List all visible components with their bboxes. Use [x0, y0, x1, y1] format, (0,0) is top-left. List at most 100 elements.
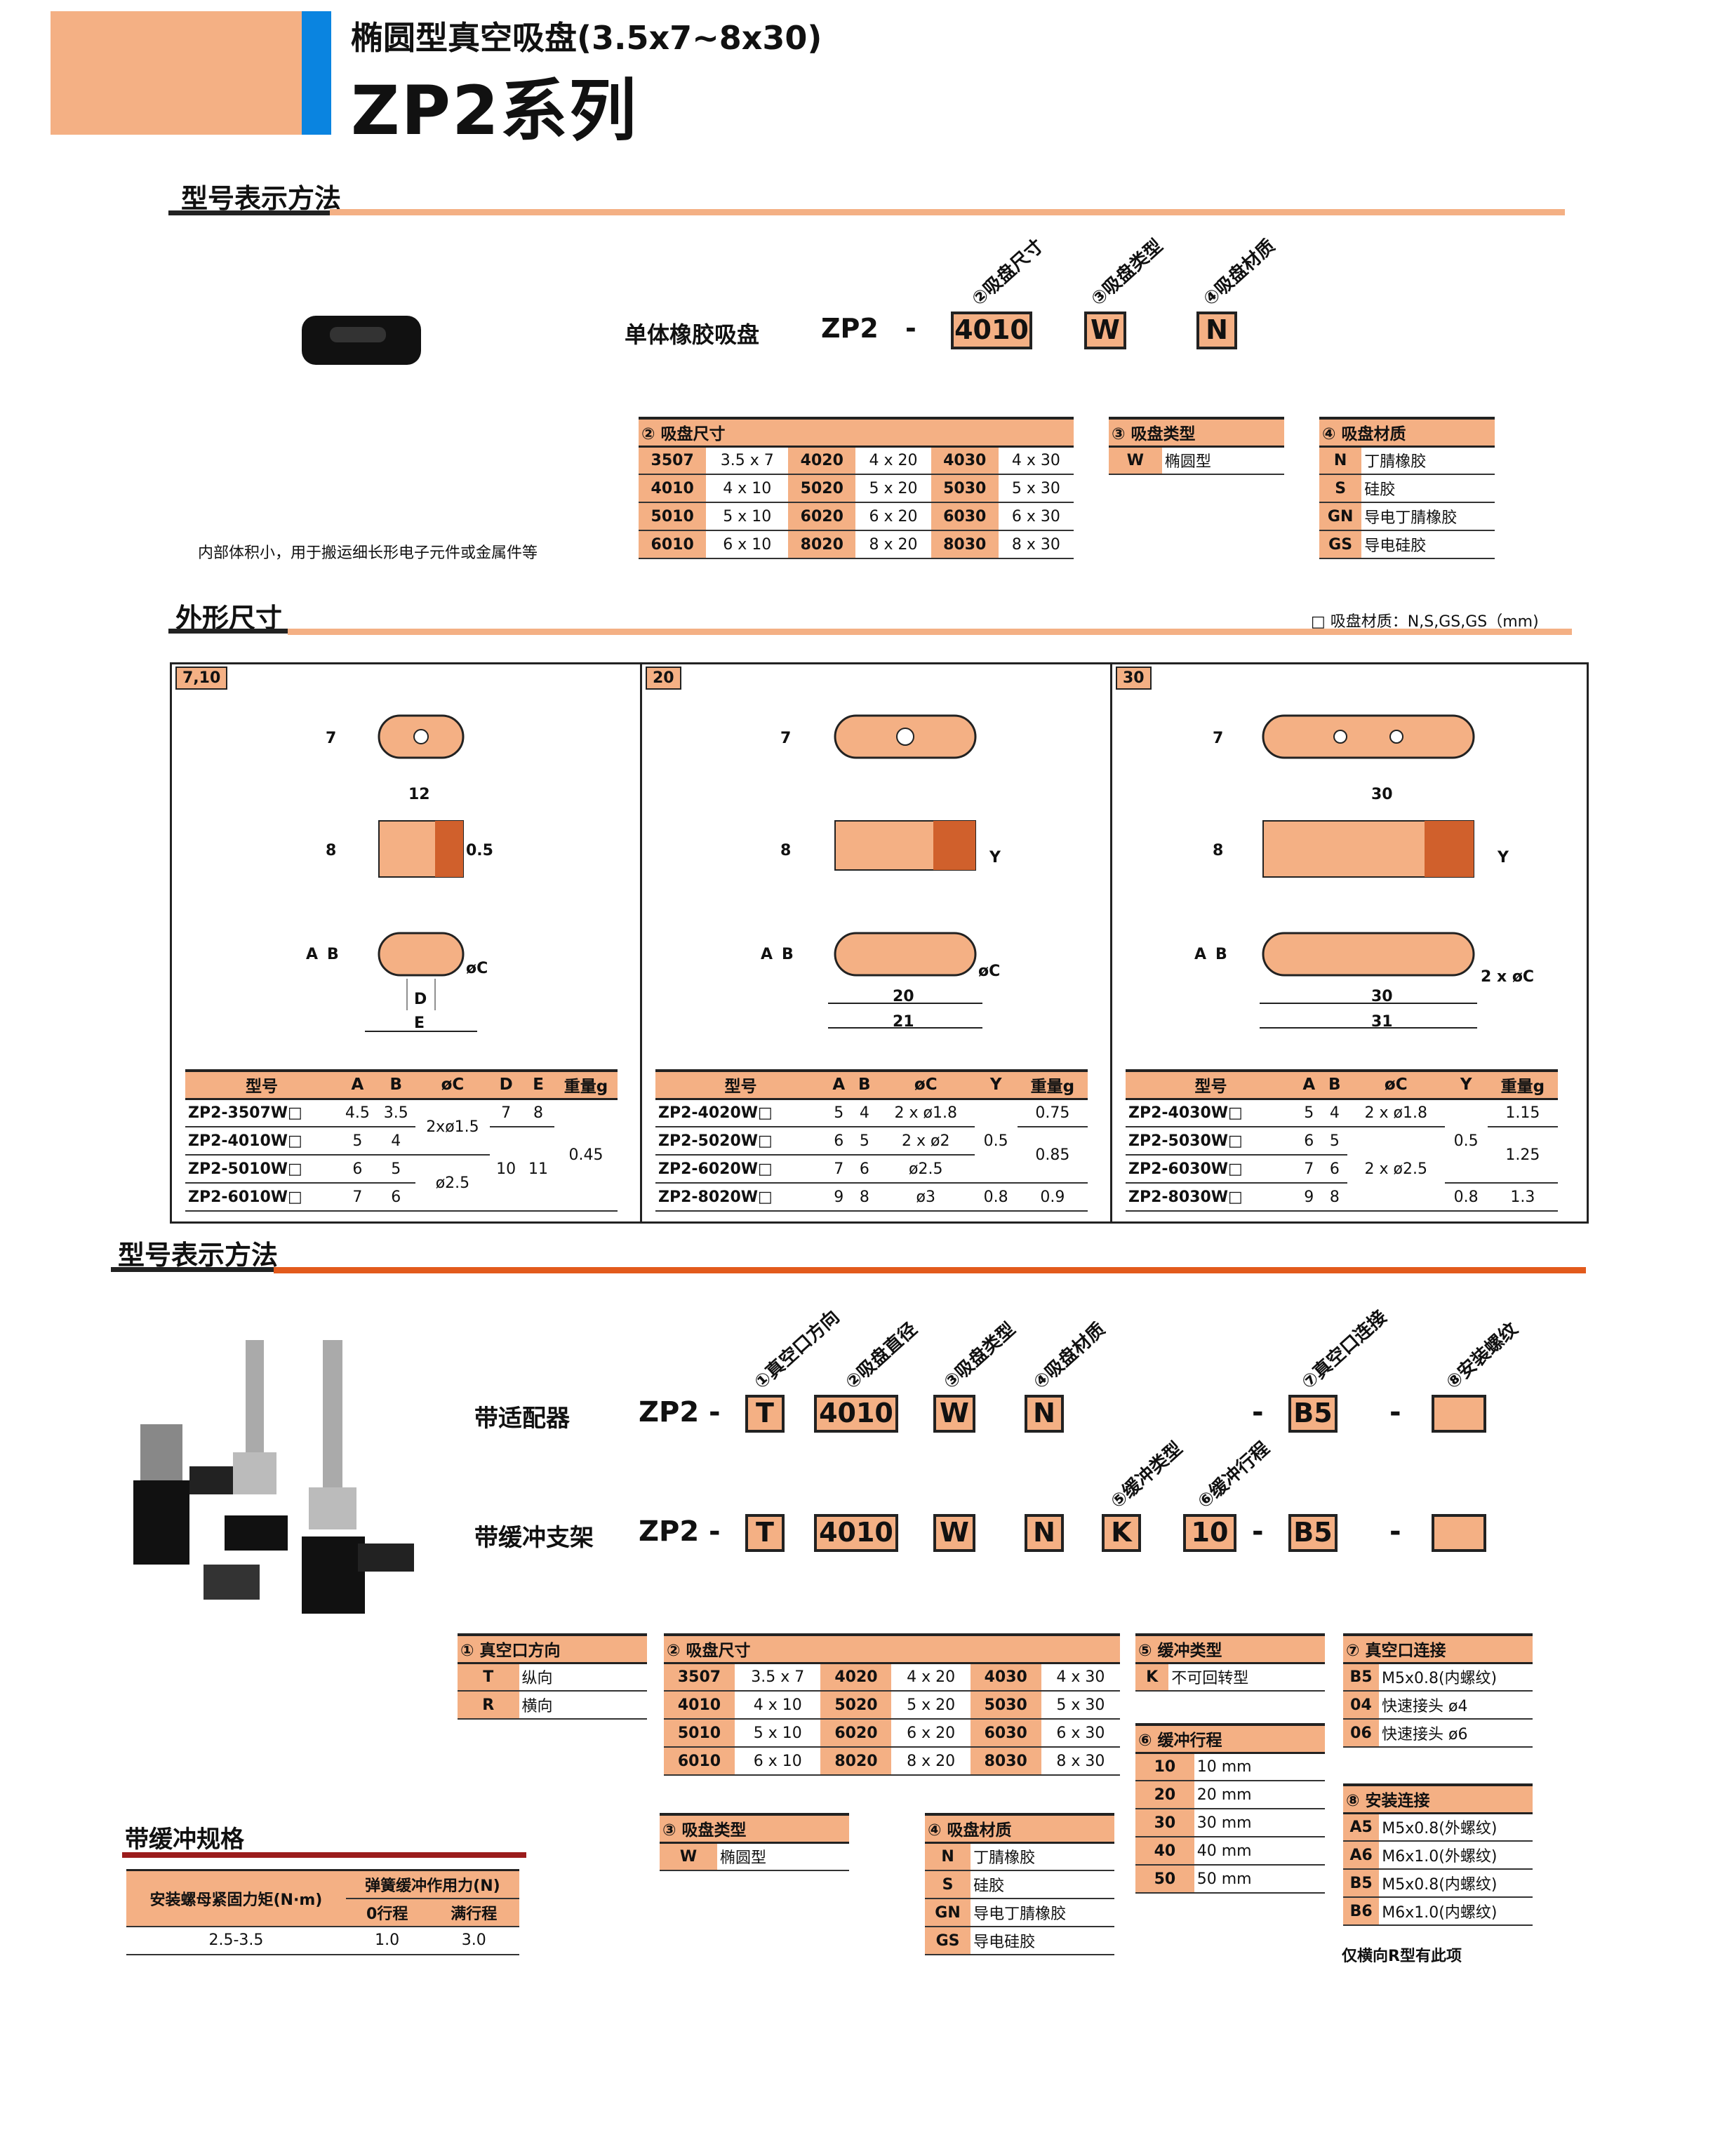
- panel1-tag: 7,10: [175, 667, 228, 690]
- cell: T: [458, 1663, 519, 1692]
- buffer-spec-table: 安装螺母紧固力矩(N·m) 弹簧缓冲作用力(N) 0行程 满行程 2.5-3.5…: [126, 1869, 519, 1955]
- cell: N: [1319, 446, 1362, 475]
- page-title: ZP2系列: [351, 72, 638, 150]
- cell: 6: [1295, 1127, 1322, 1156]
- cell: 6 x 20: [855, 502, 931, 531]
- cell: 40: [1135, 1837, 1194, 1866]
- section2-rule: [288, 629, 1572, 635]
- cell: 6 x 30: [1041, 1719, 1120, 1748]
- spec-value: 3.0: [428, 1926, 519, 1955]
- diameter-box: 4010: [814, 1395, 898, 1433]
- panel3-table: 型号 A B øC Y 重量g ZP2-4030W□ 5 4 2 x ø1.8 …: [1126, 1069, 1558, 1212]
- cell: K: [1135, 1663, 1169, 1692]
- cell: 5: [1321, 1127, 1347, 1156]
- buffer-spec-title: 带缓冲规格: [125, 1826, 244, 1854]
- cell: S: [1319, 474, 1362, 503]
- spec-header: 0行程: [345, 1898, 429, 1927]
- vacuum-dir-box: T: [745, 1514, 785, 1552]
- col-header: A: [1295, 1069, 1322, 1100]
- section1-title: 型号表示方法: [181, 183, 342, 214]
- dim-A: A: [761, 946, 773, 963]
- cell: 5010: [664, 1719, 735, 1748]
- col-header: 重量g: [1017, 1069, 1088, 1100]
- section3-title: 型号表示方法: [118, 1240, 279, 1271]
- header-accent-bar: [302, 11, 331, 135]
- size-table-title: ② 吸盘尺寸: [639, 417, 1074, 448]
- cell: B6: [1343, 1897, 1380, 1926]
- cell: 导电硅胶: [971, 1927, 1114, 1955]
- panel2-tag: 20: [646, 667, 681, 690]
- cell: GS: [1319, 530, 1362, 559]
- cell: 5 x 10: [706, 502, 789, 531]
- cell: ZP2-6010W□: [185, 1183, 338, 1212]
- cell: 6010: [639, 530, 707, 559]
- header-color-block: [51, 11, 302, 135]
- annotation: ⑥缓冲行程: [1194, 1438, 1274, 1513]
- product-photo: [133, 1340, 414, 1614]
- cell: ZP2-8030W□: [1126, 1183, 1296, 1212]
- buffer-type-box: K: [1102, 1514, 1141, 1552]
- annotation: ②吸盘直径: [841, 1318, 921, 1394]
- cell: 6 x 30: [998, 502, 1074, 531]
- col-header: øC: [415, 1069, 491, 1100]
- cell: W: [660, 1842, 717, 1871]
- section3-underline: [111, 1267, 274, 1272]
- section1-rule: [330, 209, 1565, 215]
- cell: 11: [522, 1127, 555, 1212]
- row2-prefix: ZP2: [639, 1515, 700, 1548]
- cell: 2xø1.5: [415, 1099, 491, 1156]
- spec-header: 弹簧缓冲作用力(N): [345, 1869, 519, 1899]
- cell: 4 x 30: [1041, 1663, 1120, 1692]
- col-header: B: [376, 1069, 415, 1100]
- cell: 5 x 30: [1041, 1691, 1120, 1720]
- table-title: ① 真空口方向: [458, 1633, 647, 1664]
- cell: 5020: [820, 1691, 892, 1720]
- mount-note: 仅横向R型有此项: [1342, 1948, 1462, 1965]
- cell: 5 x 20: [891, 1691, 971, 1720]
- material-note: □ 吸盘材质：N,S,GS,GS（mm): [1311, 613, 1539, 631]
- cell: 6030: [970, 1719, 1041, 1748]
- cell: M5x0.8(外螺纹): [1379, 1813, 1533, 1842]
- cell: 丁腈橡胶: [971, 1842, 1114, 1871]
- col-header: A: [825, 1069, 852, 1100]
- cell: M5x0.8(内螺纹): [1378, 1663, 1533, 1692]
- table-title: ⑥ 缓冲行程: [1135, 1723, 1325, 1754]
- annotation-material: ④吸盘材质: [1199, 235, 1279, 311]
- panel-divider: [640, 662, 642, 1224]
- cell: 10 mm: [1194, 1753, 1325, 1781]
- buffer-label: 带缓冲支架: [474, 1524, 594, 1552]
- cell: 9: [825, 1183, 852, 1212]
- cell: 2 x ø1.8: [1347, 1099, 1445, 1127]
- material-code-box: N: [1196, 312, 1237, 349]
- model-dash: -: [905, 313, 916, 344]
- cell: 横向: [519, 1691, 647, 1720]
- cell: 0.9: [1017, 1183, 1088, 1212]
- cell: 6020: [820, 1719, 892, 1748]
- single-pad-label: 单体橡胶吸盘: [625, 321, 760, 348]
- mount-thread-box: [1432, 1514, 1486, 1552]
- buffer-spec-rule: [122, 1852, 526, 1858]
- col-header: Y: [1444, 1069, 1488, 1100]
- dim-31: 31: [1371, 1013, 1393, 1031]
- cell: 8: [522, 1099, 555, 1127]
- cell: M6x1.0(内螺纹): [1379, 1897, 1533, 1926]
- row2-dash3: -: [1389, 1515, 1401, 1548]
- section2-title: 外形尺寸: [175, 603, 283, 634]
- cell: 3507: [664, 1663, 735, 1692]
- cell: 不可回转型: [1168, 1663, 1325, 1692]
- cell: ZP2-6030W□: [1126, 1155, 1296, 1184]
- cell: 6010: [664, 1747, 735, 1776]
- section1-underline: [168, 210, 330, 215]
- cell: 丁腈橡胶: [1361, 446, 1495, 475]
- panel2-table: 型号 A B øC Y 重量g ZP2-4020W□ 5 4 2 x ø1.8 …: [655, 1069, 1088, 1212]
- row1-dash2: -: [1252, 1396, 1264, 1428]
- col-header: B: [851, 1069, 877, 1100]
- col-header: D: [490, 1069, 523, 1100]
- vacuum-port-box: B5: [1288, 1395, 1338, 1433]
- cell: 椭圆型: [716, 1842, 849, 1871]
- cell: 8020: [788, 530, 856, 559]
